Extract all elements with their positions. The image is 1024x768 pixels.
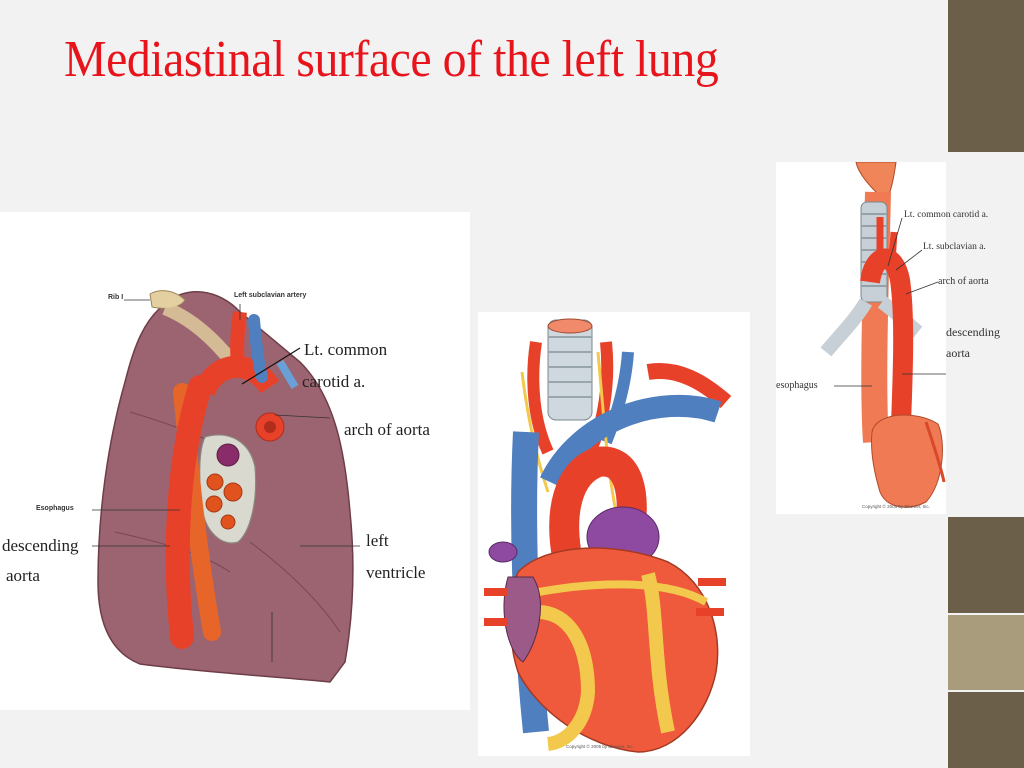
label-lt-common-carotid: Lt. common carotid a. [904,210,989,220]
deco-block-top [948,0,1024,152]
right-copyright: Copyright © 2005 by Elsevier, Inc. [862,504,930,509]
aorta-esophagus-illustration [820,162,946,508]
deco-block-mid [948,517,1024,613]
rib-one [149,290,186,309]
label-left: left [366,531,389,550]
label-lt-common: Lt. common [304,340,388,359]
middle-copyright: Copyright © 2005 by Elsevier, Inc. [566,744,634,749]
aorta-esophagus-diagram: Lt. common carotid a. Lt. subclavian a. … [776,162,1000,514]
label-aorta: aorta [6,566,40,585]
label-descending-right: descending [946,325,1000,339]
label-esophagus-right: esophagus [776,380,818,391]
label-left-subclavian: Left subclavian artery [234,292,307,299]
heart-diagram: Copyright © 2005 by Elsevier, Inc. [478,312,750,756]
label-aorta-right: aorta [946,346,970,360]
label-descending: descending [2,536,79,555]
label-lt-subclavian: Lt. subclavian a. [923,242,986,252]
heart-illustration [484,318,732,753]
label-arch-of-aorta: arch of aorta [344,420,430,439]
label-rib: Rib I [108,294,124,301]
left-lung-illustration [92,290,360,683]
label-ventricle: ventricle [366,563,426,582]
slide-title: Mediastinal surface of the left lung [64,31,719,88]
deco-block-light [948,615,1024,690]
descending-aorta-shape [165,375,212,649]
label-carotid: carotid a. [302,372,366,391]
deco-block-bottom [948,692,1024,768]
label-arch-of-aorta-right: arch of aorta [938,276,989,287]
left-lung-diagram: Rib I Left subclavian artery Esophagus L… [0,212,470,710]
label-esophagus: Esophagus [36,505,74,512]
